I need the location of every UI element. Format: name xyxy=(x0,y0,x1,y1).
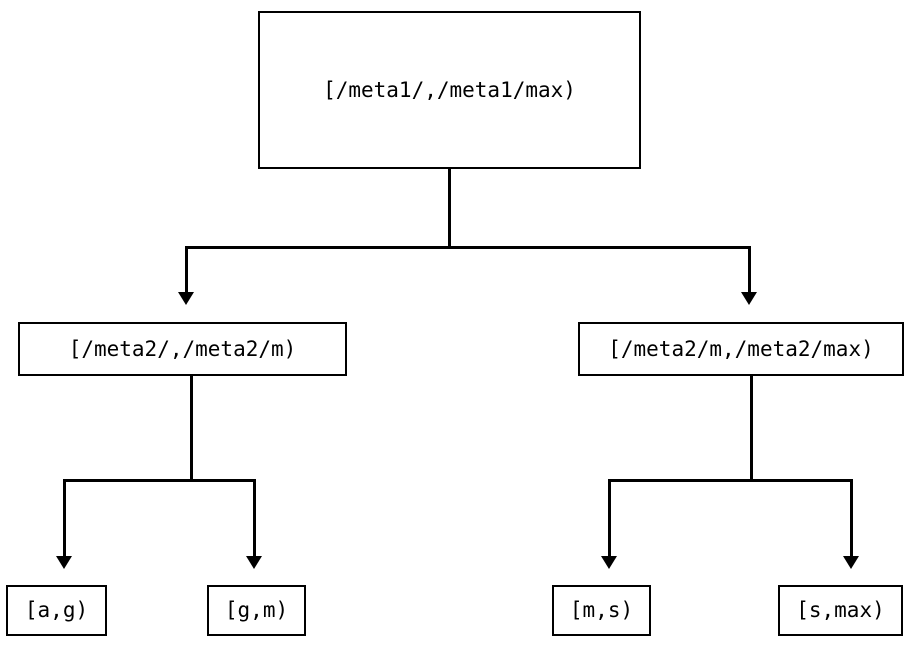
arrowhead-left-mid-to-leaf-ag xyxy=(56,556,72,569)
edge-right-mid-to-leaf-smax-drop xyxy=(850,479,853,557)
tree-node-leaf-ag-label: [a,g) xyxy=(24,598,89,622)
tree-node-left-mid-label: [/meta2/,/meta2/m) xyxy=(68,336,297,361)
tree-node-leaf-gm[interactable]: [g,m) xyxy=(207,585,306,636)
arrowhead-left-mid-to-leaf-gm xyxy=(246,556,262,569)
edge-right-mid-to-leaf-ms-drop xyxy=(608,479,611,557)
edge-left-mid-to-leaf-ag-drop xyxy=(63,479,66,557)
arrowhead-root-to-right-mid xyxy=(741,292,757,305)
tree-node-leaf-smax-label: [s,max) xyxy=(796,598,885,622)
arrowhead-right-mid-to-leaf-smax xyxy=(843,556,859,569)
edge-left-mid-stem xyxy=(190,376,193,481)
tree-node-leaf-smax[interactable]: [s,max) xyxy=(778,585,903,636)
edge-root-to-left-mid-drop xyxy=(185,246,188,293)
tree-node-right-mid-label: [/meta2/m,/meta2/max) xyxy=(608,336,874,361)
tree-node-right-mid[interactable]: [/meta2/m,/meta2/max) xyxy=(578,322,904,376)
edge-root-stem xyxy=(448,169,451,248)
tree-node-root[interactable]: [/meta1/,/meta1/max) xyxy=(258,11,641,169)
tree-node-leaf-gm-label: [g,m) xyxy=(224,598,289,622)
tree-node-leaf-ms[interactable]: [m,s) xyxy=(552,585,651,636)
edge-right-mid-stem xyxy=(750,376,753,481)
edge-root-crossbar xyxy=(185,246,751,249)
edge-left-mid-to-leaf-gm-drop xyxy=(253,479,256,557)
edge-root-to-right-mid-drop xyxy=(748,246,751,293)
edge-left-mid-crossbar xyxy=(63,479,256,482)
tree-node-leaf-ag[interactable]: [a,g) xyxy=(6,585,107,636)
arrowhead-root-to-left-mid xyxy=(178,292,194,305)
tree-node-root-label: [/meta1/,/meta1/max) xyxy=(323,77,576,102)
edge-right-mid-crossbar xyxy=(608,479,853,482)
tree-node-left-mid[interactable]: [/meta2/,/meta2/m) xyxy=(18,322,347,376)
tree-node-leaf-ms-label: [m,s) xyxy=(569,598,634,622)
arrowhead-right-mid-to-leaf-ms xyxy=(601,556,617,569)
